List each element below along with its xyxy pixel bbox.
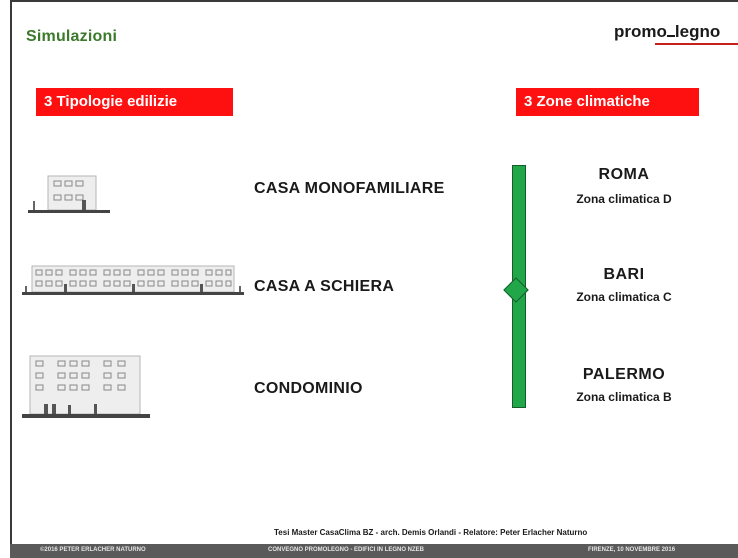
building-type-label: CASA A SCHIERA [254,278,395,295]
row-houses-icon [22,265,244,295]
city-name: BARI [603,266,645,283]
building-type-label: CONDOMINIO [254,380,363,397]
climate-zone-label: Zona climatica B [576,390,672,404]
slide-title: Simulazioni [26,28,118,45]
apartment-building-icon [22,355,150,418]
slide-frame-top [10,0,738,2]
single-family-house-icon [28,175,110,213]
city-name: ROMA [598,166,650,183]
slide-frame-left [10,0,12,548]
building-types-heading: 3 Tipologie edilizie [36,88,233,116]
building-type-label: CASA MONOFAMILIARE [254,180,445,197]
climate-zones-heading: 3 Zone climatiche [516,88,699,116]
logo-text-legno: legno [674,22,721,41]
logo-text-promo: promo [614,22,667,41]
climate-zone-label: Zona climatica D [576,192,672,206]
footer-bar [10,544,738,558]
promolegno-logo: promo legno [614,20,720,42]
thesis-credit: Tesi Master CasaClima BZ - arch. Demis O… [274,528,588,537]
logo-red-underline [655,43,738,45]
footer-event: CONVEGNO PROMOLEGNO - EDIFICI IN LEGNO N… [268,547,425,553]
climate-zone-label: Zona climatica C [576,290,672,304]
footer-copyright: ©2016 PETER ERLACHER NATURNO [40,547,146,553]
footer-date: FIRENZE, 10 NOVEMBRE 2016 [588,547,676,553]
city-name: PALERMO [582,366,666,383]
logo-underscore [666,20,675,37]
